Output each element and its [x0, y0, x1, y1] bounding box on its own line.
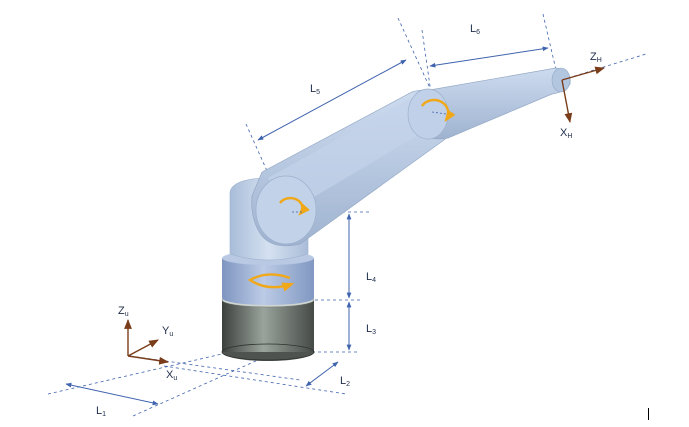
rotation-arrow-icon [279, 196, 310, 216]
text-cursor [648, 408, 649, 420]
label-l5: L5 [310, 83, 320, 96]
label-l2: L2 [340, 375, 350, 388]
tool-x-label: XH [560, 127, 572, 140]
joint-centers [292, 111, 447, 213]
tool-frame [561, 66, 605, 123]
base-frame-labels: Zu Yu Xu [118, 305, 177, 382]
elbow-joint [407, 88, 449, 140]
label-l4: L4 [366, 271, 376, 284]
base-frame [124, 319, 169, 365]
label-l3: L3 [366, 323, 376, 336]
dimension-labels: L1 L2 L3 L4 L5 L6 [96, 23, 480, 418]
tool-z-axis [561, 66, 605, 81]
l6-end-ref [542, 13, 557, 71]
base-y-label: Yu [162, 325, 173, 338]
dim-line-l6 [429, 46, 549, 68]
wrist-flange [551, 67, 571, 93]
l5-start-ref [245, 123, 273, 183]
base-lower-body [222, 300, 314, 352]
dimension-lines [65, 46, 549, 406]
tool-z-label: ZH [590, 51, 602, 64]
rotation-arrow-icon [421, 98, 456, 122]
label-l1: L1 [96, 405, 106, 418]
base-lower-rim [221, 343, 315, 361]
tool-x-axis [561, 79, 573, 123]
label-l6: L6 [470, 23, 480, 36]
rotation-arrow-icon [247, 273, 295, 292]
turret-bottom [222, 291, 314, 305]
base-z-label: Zu [118, 305, 129, 318]
robot-forearm [407, 67, 571, 140]
dim-line-l2 [305, 361, 339, 387]
dim-line-l1 [65, 382, 159, 406]
base-x-axis [127, 355, 169, 365]
rotation-arrow-icons [247, 98, 456, 292]
shoulder-joint [255, 175, 317, 245]
floor-ref-line-front [163, 365, 347, 395]
base-x-label: Xu [166, 369, 177, 382]
base-axis-ref-line [129, 355, 301, 381]
base-y-axis [127, 339, 159, 357]
tool-frame-labels: ZH XH [560, 51, 602, 140]
floor-ref-line-diag [132, 359, 259, 417]
dim-line-l5 [257, 59, 407, 141]
